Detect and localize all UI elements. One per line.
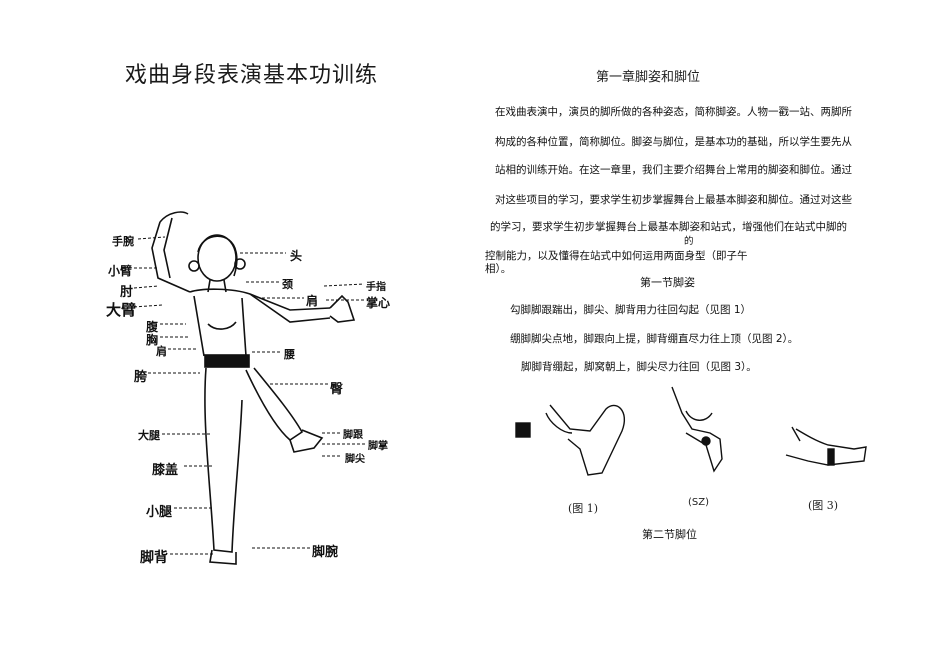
overlap-word: 的 (684, 236, 694, 247)
caption-figure-3: (图 3) (808, 499, 839, 512)
item-gou-jiao: 勾脚脚跟踹出，脚尖、脚背用力往回勾起（见图 1） (510, 304, 752, 316)
label-abdomen: 腹 (146, 320, 159, 334)
chapter-title: 第一章脚姿和脚位 (596, 70, 701, 85)
intro-line-4: 对这些项目的学习，要求学生初步掌握舞台上最基本脚姿和脚位。通过对这些 (495, 194, 852, 206)
item-jiao-bei: 脚脚背绷起，脚窝朝上，脚尖尽力往回（见图 3）。 (521, 361, 757, 373)
caption-figure-2: (SZ) (688, 497, 710, 508)
label-hip: 胯 (134, 370, 148, 385)
label-thigh: 大腿 (138, 429, 160, 442)
label-palm: 掌心 (366, 296, 391, 310)
label-calf: 小腿 (146, 505, 173, 520)
caption-figure-1: (图 1) (568, 502, 599, 515)
dancer-illustration (151, 211, 356, 565)
label-waist: 腰 (284, 348, 295, 361)
label-heel: 脚跟 (343, 430, 363, 441)
section-1-title: 第一节脚姿 (640, 276, 695, 289)
tail-line-1: 控制能力，以及懂得在站式中如何运用两面身型（即子午 (485, 250, 748, 262)
label-knee: 膝盖 (152, 463, 179, 478)
label-ankle: 脚腕 (312, 545, 339, 560)
label-sole: 脚掌 (368, 441, 388, 452)
intro-line-5: 的学习，要求学生初步掌握舞台上最基本脚姿和站式，增强他们在站式中脚的 (490, 221, 847, 233)
label-head: 头 (290, 249, 303, 263)
label-shoulder-right: 肩 (306, 294, 319, 308)
tail-line-2: 相）。 (485, 263, 512, 275)
label-toe: 脚尖 (345, 454, 365, 465)
intro-line-2: 构成的各种位置，简称脚位。脚姿与脚位，是基本功的基础，所以学生要先从 (495, 136, 852, 148)
intro-line-3: 站相的训练开始。在这一章里，我们主要介绍舞台上常用的脚姿和脚位。通过 (495, 164, 852, 176)
label-wrist: 手腕 (112, 235, 134, 248)
label-elbow: 肘 (120, 285, 134, 300)
foot-posture-illustrations (515, 386, 867, 476)
section-2-title: 第二节脚位 (642, 528, 697, 541)
intro-line-1: 在戏曲表演中，演员的脚所做的各种姿态，简称脚姿。人物一戳一站、两脚所 (495, 106, 852, 118)
label-shoulder-left: 肩 (156, 345, 167, 358)
label-instep: 脚背 (140, 550, 168, 566)
label-fingers: 手指 (366, 282, 386, 293)
label-forearm: 小臂 (108, 264, 133, 278)
page-title: 戏曲身段表演基本功训练 (125, 63, 379, 88)
item-beng-jiao: 绷脚脚尖点地，脚跟向上提，脚背绷直尽力往上顶（见图 2）。 (510, 333, 799, 345)
label-buttock: 臀 (330, 382, 344, 397)
label-upper-arm: 大臂 (106, 301, 137, 319)
label-chest: 胸 (146, 333, 159, 347)
label-neck: 颈 (282, 278, 293, 291)
